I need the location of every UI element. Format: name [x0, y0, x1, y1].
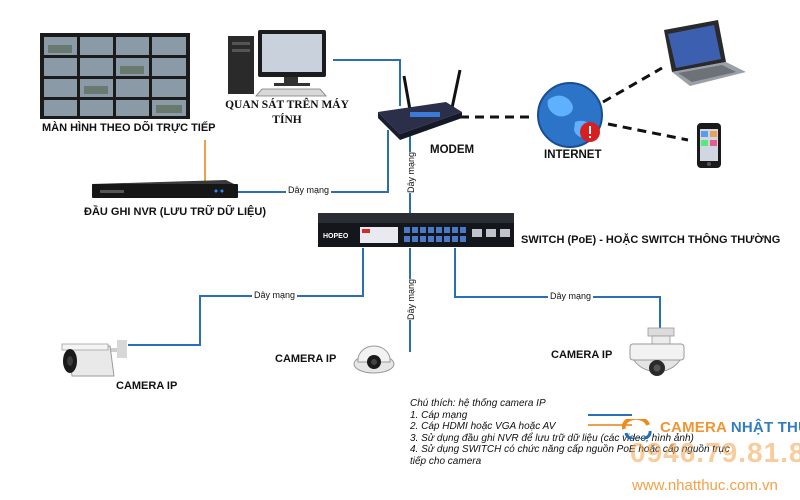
camera-left-bullet: [61, 340, 127, 377]
nvr: [92, 180, 238, 198]
link-internet-phone: [607, 122, 689, 142]
smartphone: [697, 123, 721, 168]
watermark-url: www.nhatthuc.com.vn: [632, 477, 778, 494]
switch-brand: HOPEO: [323, 233, 349, 240]
legend-item-3: 3. Sử dụng đầu ghi NVR để lưu trữ dữ liệ…: [410, 432, 694, 444]
label-camera-left: CAMERA IP: [116, 380, 178, 392]
cable-computer-modem: [333, 59, 401, 106]
legend-title: Chú thích: hệ thống camera IP: [410, 398, 546, 409]
label-nvr: ĐẦU GHI NVR (LƯU TRỮ DỮ LIỆU): [84, 206, 266, 218]
legend-item-2: 2. Cáp HDMI hoặc VGA hoặc AV: [410, 421, 556, 432]
label-monitor-wall: MÀN HÌNH THEO DÕI TRỰC TIẾP: [42, 122, 216, 134]
label-modem: MODEM: [430, 144, 475, 156]
legend-item-1: 1. Cáp mạng: [410, 409, 468, 421]
cable-switch-cam-right: [454, 248, 661, 330]
wire-label-nvr-modem: Dây mạng: [286, 185, 332, 195]
legend-item-4-cont: tiếp cho camera: [410, 455, 482, 467]
wire-label-cam-middle: Dây mạng: [404, 279, 418, 321]
cable-switch-cam-left: [128, 248, 364, 346]
camera-logo-icon: [622, 419, 652, 439]
wire-label-cam-left: Dây mạng: [252, 290, 298, 300]
camera-right-ptz: [629, 327, 685, 376]
watermark-phone: 0946.79.81.83: [630, 437, 800, 468]
label-computer: QUAN SÁT TRÊN MÁY TÍNH: [225, 99, 349, 126]
computer: [228, 30, 327, 97]
internet-globe: [537, 82, 603, 148]
label-switch: SWITCH (PoE) - HOẶC SWITCH THÔNG THƯỜNG: [521, 234, 781, 246]
watermark-brand: CAMERA NHẬT THỰC: [660, 419, 800, 436]
camera-middle-dome: [353, 345, 395, 374]
cable-nvr-modem: [238, 130, 389, 193]
legend: Chú thích: hệ thống camera IP 1. Cáp mạn…: [410, 398, 730, 467]
monitor-wall: [40, 33, 190, 119]
wire-label-cam-right: Dây mạng: [548, 291, 594, 301]
watermark-brand-part1: CAMERA: [660, 419, 727, 436]
label-internet: INTERNET: [544, 149, 602, 161]
label-camera-middle: CAMERA IP: [275, 353, 337, 365]
watermark-brand-part2: NHẬT THỰC: [730, 419, 800, 436]
label-camera-right: CAMERA IP: [551, 349, 613, 361]
poe-switch: [318, 213, 514, 247]
link-internet-laptop: [602, 66, 663, 104]
wire-label-modem-switch: Dây mạng: [404, 152, 418, 194]
laptop: [664, 20, 746, 86]
watermark: CAMERA NHẬT THỰC 0946.79.81.83 www.nhatt…: [618, 417, 800, 500]
modem: [378, 69, 462, 140]
legend-item-4: 4. Sử dụng SWITCH có chức năng cấp nguồn…: [410, 444, 730, 455]
